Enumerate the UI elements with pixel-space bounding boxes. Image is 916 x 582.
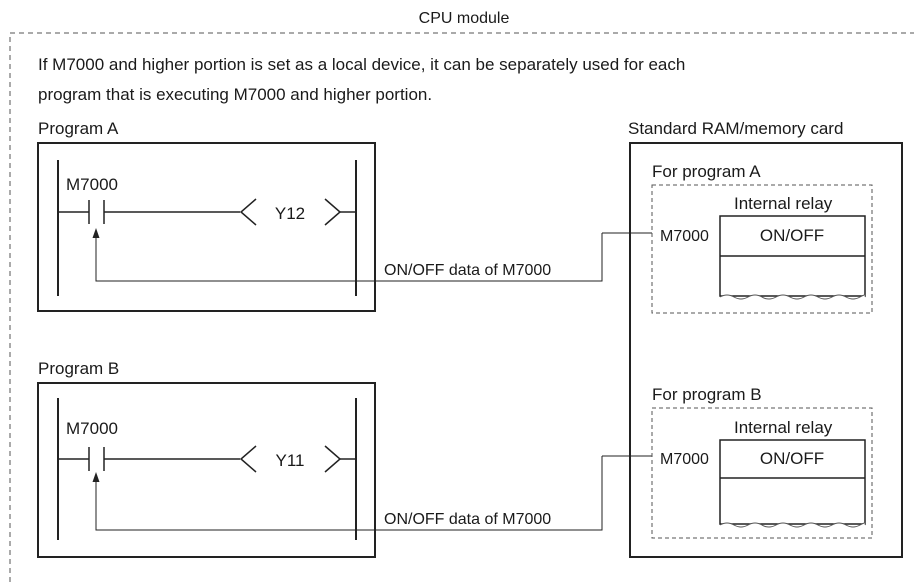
- program-b-coil-right: [324, 445, 342, 473]
- program-b-block: Program B M7000 Y11 ON/OFF data of M7000: [37, 359, 652, 558]
- program-b-data-label: ON/OFF data of M7000: [384, 511, 551, 528]
- relay-a-value: ON/OFF: [760, 226, 824, 245]
- cpu-module-title: CPU module: [419, 10, 510, 27]
- program-b-contact-label: M7000: [66, 419, 118, 438]
- description-line-1: If M7000 and higher portion is set as a …: [38, 55, 685, 74]
- program-a-contact-label: M7000: [66, 175, 118, 194]
- memory-section-b-label: For program B: [652, 385, 762, 404]
- relay-b-device: M7000: [660, 451, 709, 468]
- relay-a-break: [719, 294, 866, 300]
- program-a-data-path: [95, 233, 603, 282]
- program-b-coil-label: Y11: [276, 451, 305, 470]
- program-a-frame: [37, 142, 376, 312]
- relay-a-header: Internal relay: [734, 194, 833, 213]
- program-a-label: Program A: [38, 119, 119, 138]
- program-b-label: Program B: [38, 359, 119, 378]
- program-a-coil-left: [239, 198, 257, 226]
- memory-card-frame: [629, 142, 903, 558]
- description-line-2: program that is executing M7000 and high…: [38, 85, 432, 104]
- program-a-coil-label: Y12: [275, 204, 305, 223]
- memory-section-a-label: For program A: [652, 162, 761, 181]
- relay-b-table: [719, 439, 866, 525]
- memory-section-a: [651, 184, 873, 314]
- relay-b-header: Internal relay: [734, 418, 833, 437]
- program-b-frame: [37, 382, 376, 558]
- program-a-block: Program A M7000 Y12 ON/OFF data of M7000: [37, 119, 652, 312]
- memory-card-block: Standard RAM/memory card For program A I…: [628, 119, 903, 558]
- program-a-data-label: ON/OFF data of M7000: [384, 262, 551, 279]
- program-b-coil-left: [239, 445, 257, 473]
- relay-b-value: ON/OFF: [760, 449, 824, 468]
- cpu-module-boundary: [9, 32, 914, 582]
- program-a-coil-right: [324, 198, 342, 226]
- program-b-arrow-icon: [92, 472, 100, 482]
- relay-a-device: M7000: [660, 228, 709, 245]
- program-a-arrow-icon: [92, 228, 100, 238]
- memory-card-label: Standard RAM/memory card: [628, 119, 843, 138]
- program-b-data-path: [95, 456, 603, 531]
- relay-b-break: [719, 522, 866, 528]
